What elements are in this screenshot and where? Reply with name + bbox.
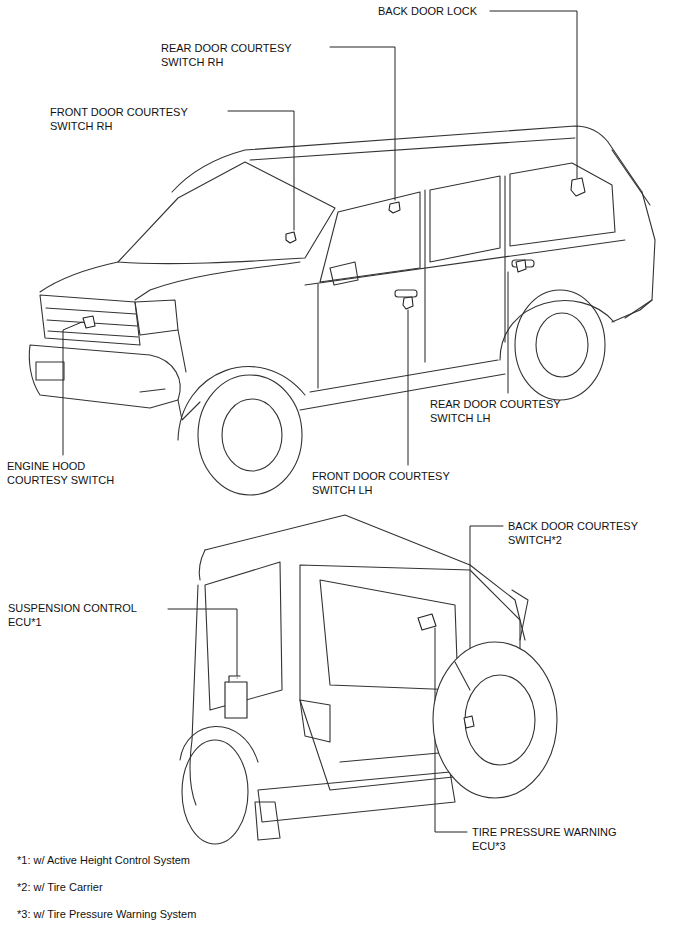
- leader-line: [168, 609, 237, 678]
- ecu-marker: [418, 614, 436, 630]
- label-line: FRONT DOOR COURTESY: [312, 469, 450, 483]
- rear-vehicle-outline: [180, 726, 258, 762]
- rear-vehicle-outline: [205, 515, 470, 565]
- label-line: ECU*3: [472, 839, 616, 853]
- leader-line: [330, 47, 395, 200]
- front-vehicle-outline: [430, 176, 500, 262]
- front-vehicle-outline: [612, 150, 650, 205]
- part-label: TIRE PRESSURE WARNING ECU*3: [472, 825, 616, 853]
- rear-vehicle-outline: [258, 772, 455, 822]
- leader-line: [63, 322, 82, 455]
- front-vehicle-outline: [40, 295, 140, 345]
- label-line: SWITCH RH: [161, 55, 292, 69]
- leader-line: [408, 310, 409, 465]
- front-vehicle-outline: [305, 240, 625, 285]
- rear-vehicle-outline: [182, 740, 248, 844]
- label-line: ENGINE HOOD: [7, 459, 114, 473]
- label-line: BACK DOOR COURTESY: [508, 519, 638, 533]
- rear-vehicle-outline: [320, 580, 458, 690]
- front-vehicle-outline: [320, 192, 420, 282]
- front-vehicle-outline: [135, 300, 178, 335]
- rear-vehicle-outline: [470, 565, 525, 640]
- ecu-marker: [225, 682, 247, 718]
- label-line: SWITCH LH: [430, 411, 561, 425]
- switch-marker: [83, 178, 585, 328]
- footnote: *1: w/ Active Height Control System: [17, 853, 190, 867]
- label-line: FRONT DOOR COURTESY: [50, 105, 188, 119]
- switch-marker: [571, 178, 585, 196]
- front-vehicle-outline: [536, 313, 588, 377]
- part-label: ENGINE HOOD COURTESY SWITCH: [7, 459, 114, 487]
- front-vehicle-outline: [46, 308, 138, 337]
- front-vehicle-outline: [36, 362, 64, 380]
- switch-marker: [389, 202, 400, 213]
- label-line: REAR DOOR COURTESY: [430, 397, 561, 411]
- label-line: TIRE PRESSURE WARNING: [472, 825, 616, 839]
- label-line: SWITCH RH: [50, 119, 188, 133]
- part-label: REAR DOOR COURTESY SWITCH RH: [161, 41, 292, 69]
- spare-tire: [465, 675, 535, 765]
- front-vehicle-outline: [612, 300, 652, 322]
- front-vehicle-outline: [310, 360, 498, 392]
- part-label: BACK DOOR COURTESY SWITCH*2: [508, 519, 638, 547]
- rear-vehicle-outline: [300, 700, 330, 742]
- label-line: REAR DOOR COURTESY: [161, 41, 292, 55]
- front-vehicle-outline: [29, 126, 655, 495]
- front-vehicle-outline: [330, 262, 358, 285]
- switch-marker: [83, 316, 95, 328]
- label-line: SUSPENSION CONTROL: [8, 601, 137, 615]
- front-vehicle-outline: [510, 163, 615, 246]
- switch-marker: [516, 260, 526, 272]
- front-vehicle-outline: [178, 367, 305, 440]
- ecu-marker: [464, 716, 474, 728]
- rear-vehicle-outline: [255, 802, 280, 840]
- part-label: FRONT DOOR COURTESY SWITCH RH: [50, 105, 188, 133]
- front-vehicle-outline: [29, 345, 180, 408]
- front-vehicle-outline: [140, 389, 165, 392]
- switch-marker: [403, 297, 413, 309]
- leader-line: [490, 11, 577, 178]
- front-vehicle-outline: [118, 162, 335, 264]
- front-vehicle-outline: [515, 290, 605, 400]
- front-vehicle-outline: [317, 284, 318, 388]
- front-vehicle-outline: [178, 400, 200, 420]
- spare-tire: [455, 590, 528, 690]
- front-vehicle-outline: [135, 262, 300, 300]
- footnote: *2: w/ Tire Carrier: [17, 880, 103, 894]
- rear-vehicle-outline: [340, 752, 450, 762]
- switch-marker: [286, 232, 296, 243]
- front-vehicle-outline: [222, 399, 282, 471]
- front-vehicle-outline: [625, 192, 655, 318]
- front-vehicle-outline: [500, 301, 614, 360]
- ecu-marker: [225, 614, 474, 728]
- front-vehicle-outline: [424, 190, 425, 362]
- part-label: SUSPENSION CONTROL ECU*1: [8, 601, 137, 629]
- front-vehicle-outline: [250, 138, 575, 160]
- front-vehicle-outline: [504, 176, 505, 342]
- rear-vehicle-outline: [190, 585, 198, 805]
- part-label: REAR DOOR COURTESY SWITCH LH: [430, 397, 561, 425]
- front-vehicle-outline: [178, 330, 186, 372]
- label-line: ECU*1: [8, 615, 137, 629]
- front-vehicle-outline: [40, 262, 118, 292]
- leader-line: [63, 11, 577, 832]
- footnote: *3: w/ Tire Pressure Warning System: [17, 907, 196, 921]
- front-vehicle-outline: [395, 290, 417, 297]
- front-vehicle-outline: [198, 375, 302, 495]
- rear-vehicle-outline: [199, 550, 205, 580]
- label-line: SWITCH*2: [508, 533, 638, 547]
- ecu-marker: [229, 676, 240, 682]
- label-line: COURTESY SWITCH: [7, 473, 114, 487]
- leader-line: [508, 272, 509, 393]
- spare-tire: [433, 590, 557, 798]
- part-label: BACK DOOR LOCK: [378, 4, 477, 18]
- label-line: SWITCH LH: [312, 483, 450, 497]
- part-label: FRONT DOOR COURTESY SWITCH LH: [312, 469, 450, 497]
- leader-line: [228, 111, 294, 230]
- spare-tire: [433, 642, 557, 798]
